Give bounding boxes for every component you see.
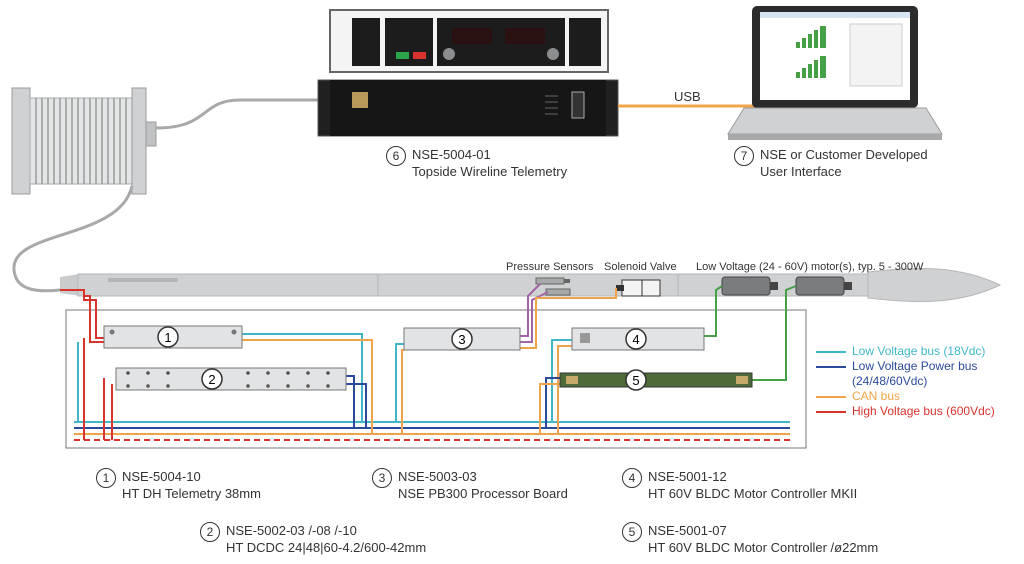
legend-can-bus: CAN bus bbox=[852, 389, 901, 403]
ui-label: 7 NSE or Customer Developed User Interfa… bbox=[734, 146, 928, 180]
ui-number: 7 bbox=[734, 146, 754, 166]
motors-label: Low Voltage (24 - 60V) motor(s), typ. 5 … bbox=[696, 261, 924, 273]
ui-line1: NSE or Customer Developed bbox=[760, 147, 928, 162]
component-5-code: NSE-5001-07 bbox=[648, 523, 727, 538]
board-3: 3 bbox=[403, 327, 521, 351]
board-3-number: 3 bbox=[458, 332, 465, 347]
component-4-name: HT 60V BLDC Motor Controller MKII bbox=[648, 486, 858, 501]
component-3-label: 3 NSE-5003-03 NSE PB300 Processor Board bbox=[372, 468, 568, 502]
usb-label: USB bbox=[674, 89, 701, 104]
board-5-number: 5 bbox=[632, 373, 639, 388]
power-supply-unit bbox=[329, 9, 609, 73]
board-1-number: 1 bbox=[164, 330, 171, 345]
component-1-code: NSE-5004-10 bbox=[122, 469, 201, 484]
legend-power-bus: Low Voltage Power bus bbox=[852, 359, 978, 373]
legend-power-bus-voltages: (24/48/60Vdc) bbox=[852, 374, 928, 388]
board-2-number: 2 bbox=[208, 372, 215, 387]
motor-1 bbox=[721, 276, 778, 296]
component-4-number: 4 bbox=[622, 468, 642, 488]
laptop bbox=[727, 6, 943, 140]
pressure-sensor-1 bbox=[535, 277, 570, 285]
motor-2 bbox=[795, 276, 852, 296]
component-1-label: 1 NSE-5004-10 HT DH Telemetry 38mm bbox=[96, 468, 261, 502]
component-4-code: NSE-5001-12 bbox=[648, 469, 727, 484]
reel-to-topside-cable bbox=[155, 98, 330, 130]
board-4: 4 bbox=[571, 327, 705, 351]
solenoid-valve bbox=[616, 279, 661, 297]
ui-line2: User Interface bbox=[760, 164, 842, 179]
cable-reel bbox=[11, 87, 157, 195]
component-1-number: 1 bbox=[96, 468, 116, 488]
legend-low-voltage: Low Voltage bus (18Vdc) bbox=[852, 344, 986, 358]
component-5-label: 5 NSE-5001-07 HT 60V BLDC Motor Controll… bbox=[622, 522, 878, 556]
component-2-code: NSE-5002-03 /-08 /-10 bbox=[226, 523, 357, 538]
component-3-number: 3 bbox=[372, 468, 392, 488]
topside-name: Topside Wireline Telemetry bbox=[412, 164, 568, 179]
pressure-sensors-label: Pressure Sensors bbox=[506, 261, 594, 273]
component-2-name: HT DCDC 24|48|60-4.2/600-42mm bbox=[226, 540, 427, 555]
reel-to-tool-cable bbox=[12, 185, 134, 293]
component-3-name: NSE PB300 Processor Board bbox=[398, 486, 568, 501]
component-1-name: HT DH Telemetry 38mm bbox=[122, 486, 261, 501]
board-1: 1 bbox=[103, 325, 243, 349]
component-3-code: NSE-5003-03 bbox=[398, 469, 477, 484]
component-2-label: 2 NSE-5002-03 /-08 /-10 HT DCDC 24|48|60… bbox=[200, 522, 426, 556]
pressure-sensor-2 bbox=[545, 288, 571, 296]
component-5-name: HT 60V BLDC Motor Controller /ø22mm bbox=[648, 540, 879, 555]
board-4-number: 4 bbox=[632, 332, 639, 347]
topside-code: NSE-5004-01 bbox=[412, 147, 491, 162]
topside-number: 6 bbox=[386, 146, 406, 166]
component-5-number: 5 bbox=[622, 522, 642, 542]
topside-label: 6 NSE-5004-01 Topside Wireline Telemetry bbox=[386, 146, 567, 180]
board-2: 2 bbox=[115, 367, 347, 391]
legend-high-voltage: High Voltage bus (600Vdc) bbox=[852, 404, 995, 418]
component-4-label: 4 NSE-5001-12 HT 60V BLDC Motor Controll… bbox=[622, 468, 857, 502]
topside-telemetry-unit bbox=[317, 79, 619, 137]
component-2-number: 2 bbox=[200, 522, 220, 542]
solenoid-valve-label: Solenoid Valve bbox=[604, 261, 677, 273]
board-5: 5 bbox=[559, 369, 753, 391]
